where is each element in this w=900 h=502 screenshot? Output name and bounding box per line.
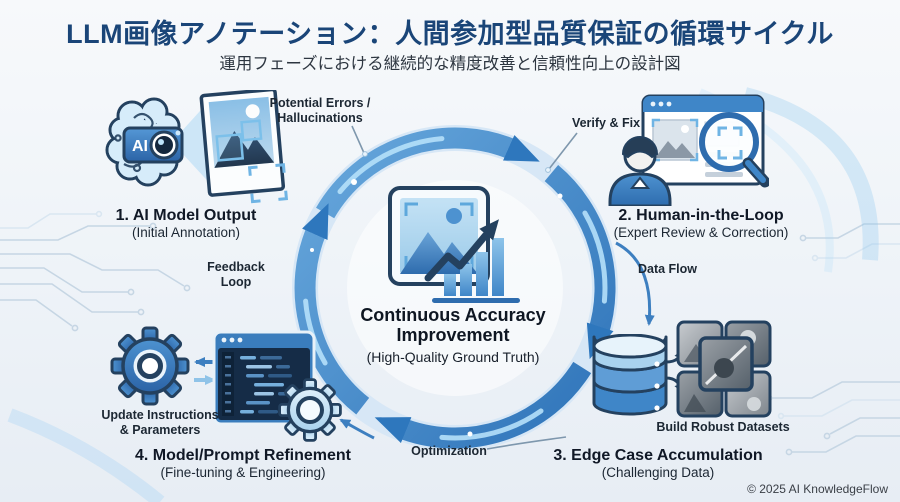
selection-brackets — [247, 163, 289, 204]
image-chart-growth-icon — [388, 186, 520, 303]
person-hair — [621, 136, 659, 159]
camera-lens-highlight — [158, 139, 164, 145]
center-subtitle: (High-Quality Ground Truth) — [366, 348, 540, 365]
stage-2-label: 2. Human-in-the-Loop (Expert Review & Co… — [595, 206, 807, 242]
person-collar — [629, 176, 651, 189]
code-editor-icon — [212, 330, 316, 426]
ai-badge: AI — [132, 138, 148, 155]
code-window-dots — [221, 337, 243, 343]
stage-4-label: 4. Model/Prompt Refinement (Fine-tuning … — [132, 446, 354, 482]
label-feedback-loop: Feedback Loop — [207, 260, 265, 289]
tile-dark-blob — [714, 358, 734, 378]
circuit-traces-right — [765, 223, 900, 456]
ai-brain-camera-icon: AI — [105, 97, 184, 187]
center-title: Continuous Accuracy Improvement — [360, 305, 546, 345]
bounding-box-1 — [215, 133, 245, 162]
magnifier-handle-fill — [745, 160, 766, 183]
edge-case-grid-icon — [676, 320, 772, 418]
growth-chart — [424, 219, 520, 303]
optimization-to-refinement-arrow — [339, 418, 375, 440]
stage-2-title: 2. Human-in-the-Loop — [618, 207, 784, 224]
center-image-brackets — [404, 202, 474, 270]
glow-streak-bottomleft — [7, 408, 165, 502]
gear-icon — [110, 326, 190, 406]
browser-titlebar-sq — [643, 105, 763, 112]
gear-icon-light — [278, 378, 342, 442]
annotated-image-icon — [199, 90, 289, 204]
photo-sun — [245, 104, 260, 119]
label-update-instructions: Update Instructions & Parameters — [101, 408, 219, 437]
data-flow-arrow — [615, 241, 655, 326]
page-subtitle: 運用フェーズにおける継続的な精度改善と信頼性向上の設計図 — [219, 55, 681, 73]
stage-1-label: 1. AI Model Output (Initial Annotation) — [96, 206, 276, 242]
copyright-text: © 2025 AI KnowledgeFlow — [747, 482, 888, 496]
stage-4-subtitle: (Fine-tuning & Engineering) — [160, 465, 326, 481]
bounding-box-2 — [240, 119, 263, 142]
stage-3-subtitle: (Challenging Data) — [601, 465, 715, 481]
stage-3-title: 3. Edge Case Accumulation — [553, 447, 763, 464]
database-icon — [592, 334, 668, 416]
db-bands — [592, 334, 668, 416]
label-optimization: Optimization — [411, 444, 487, 458]
browser-review-icon — [641, 94, 769, 188]
label-build-datasets: Build Robust Datasets — [656, 420, 790, 434]
glow-swirl-topright — [742, 87, 879, 261]
camera-lens-inner — [155, 136, 173, 154]
sparkles — [310, 179, 563, 437]
stage-3-label: 3. Edge Case Accumulation (Challenging D… — [550, 446, 766, 482]
magnifier-brackets — [717, 126, 743, 160]
stage-4-title: 4. Model/Prompt Refinement — [134, 447, 352, 464]
person-shoulders — [608, 172, 672, 206]
browser-dots — [650, 101, 672, 107]
person-reviewer-icon — [608, 136, 672, 206]
thumb-mountains — [655, 141, 695, 158]
callout-dot-1 — [362, 151, 368, 157]
center-image-sun — [446, 208, 462, 224]
stage-1-subtitle: (Initial Annotation) — [131, 225, 241, 241]
gutter-marks — [225, 356, 231, 413]
db-dots — [654, 361, 660, 411]
callout-lines — [351, 125, 578, 450]
label-potential-errors: Potential Errors / Hallucinations — [269, 96, 371, 125]
callout-dot-2 — [545, 167, 551, 173]
circuit-traces-left — [0, 210, 191, 332]
cycle-glow-streaks — [303, 136, 608, 441]
label-verify-fix: Verify & Fix — [571, 116, 641, 130]
thumb-sun — [681, 125, 689, 133]
stage-2-subtitle: (Expert Review & Correction) — [613, 225, 789, 241]
label-data-flow: Data Flow — [637, 262, 698, 276]
stage-1-title: 1. AI Model Output — [115, 207, 257, 224]
thumb-brackets — [651, 118, 699, 162]
cycle-center-label: Continuous Accuracy Improvement (High-Qu… — [345, 305, 561, 365]
camera-flash-dot — [175, 130, 181, 136]
page-title: LLM画像アノテーション：人間参加型品質保証の循環サイクル — [66, 19, 834, 49]
